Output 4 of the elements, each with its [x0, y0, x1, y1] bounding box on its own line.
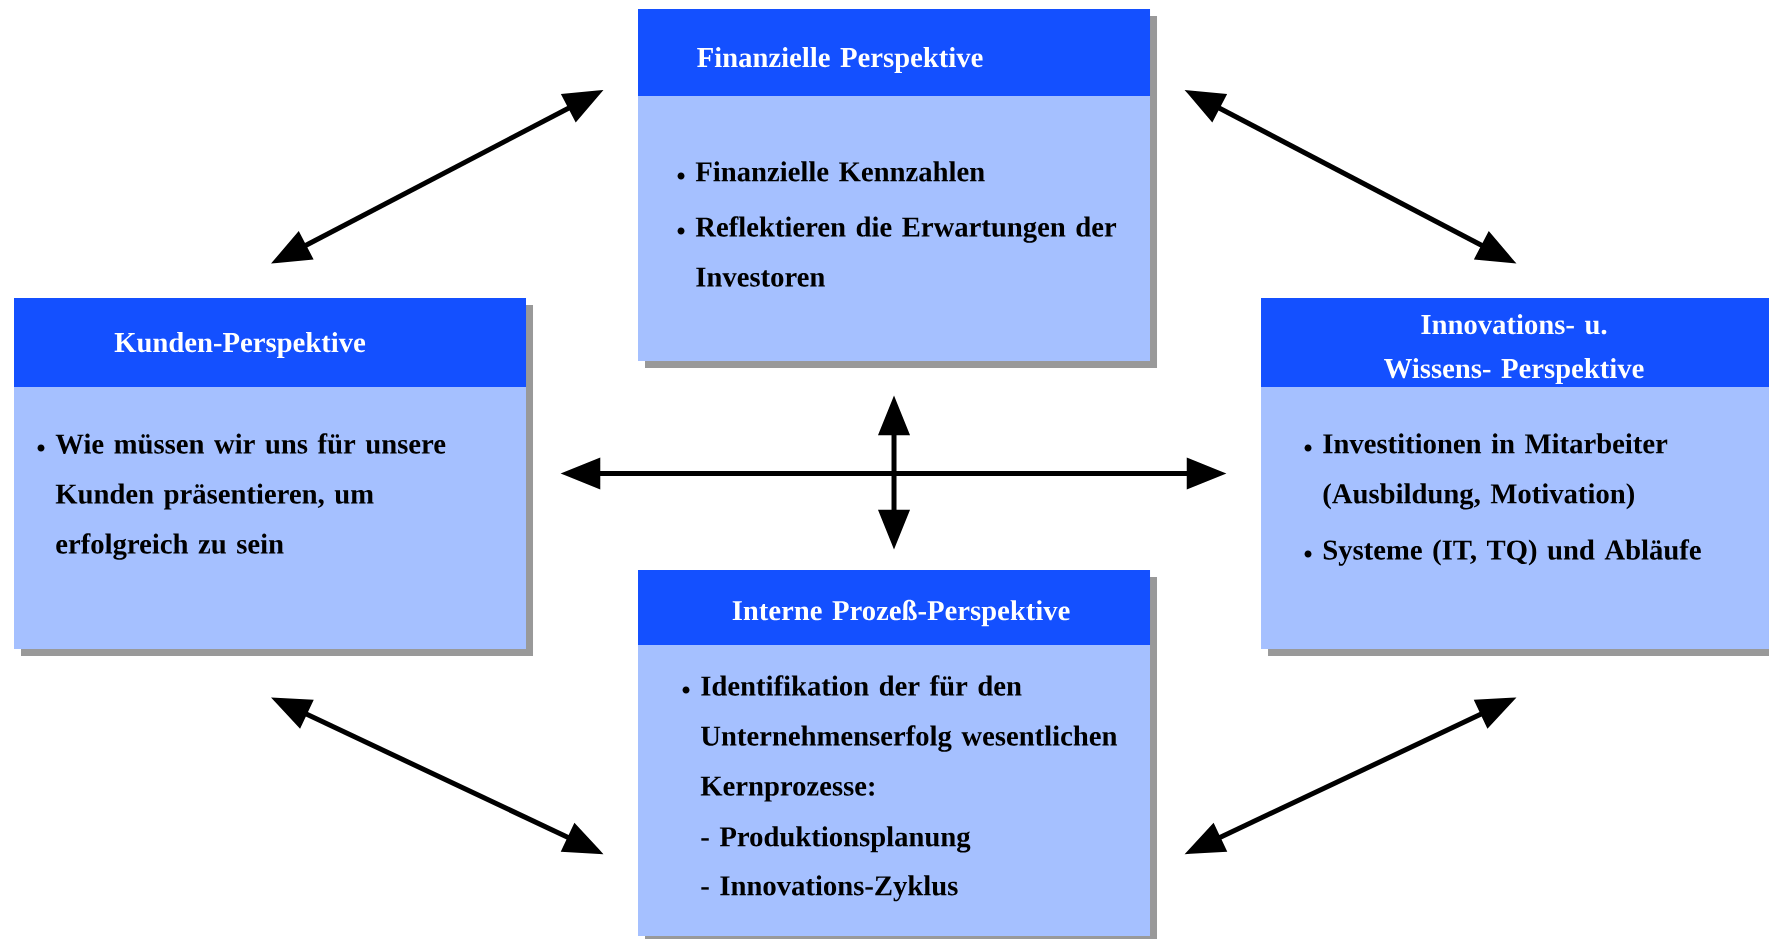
perspective-card: Innovations- u. Wissens- Perspektive Investitionen in Mitarbeiter (Ausbildung, Motivation) Systeme (IT, TQ) und Abläufe	[1261, 298, 1769, 656]
perspective-card: Interne Prozeß-Perspektive Identifikation der für den Unternehmenserfolg wesentlichen Kernprozesse: - Produktionsplanung - Innovations-Zyklus	[638, 570, 1157, 939]
perspective-card: Finanzielle Perspektive Finanzielle Kennzahlen Reflektieren die Erwartungen der Investoren	[638, 9, 1157, 368]
perspective-card: Kunden-Perspektive Wie müssen wir uns für unsere Kunden präsentieren, um erfolgreich zu sein	[14, 298, 533, 656]
